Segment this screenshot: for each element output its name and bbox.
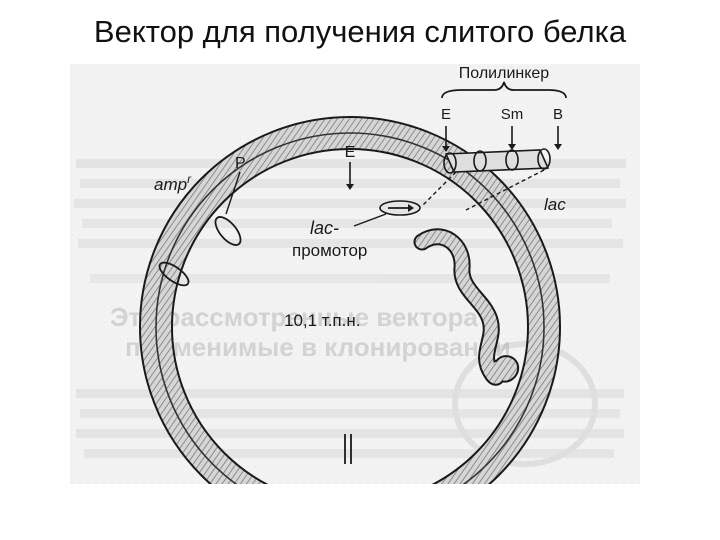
- ampr-label: ampr: [154, 172, 192, 194]
- polylinker-label: Полилинкер: [459, 65, 550, 82]
- e-label: E: [345, 144, 356, 161]
- bleed-text-line2: применимые в клонировании: [125, 332, 511, 362]
- lac-gene-label: lac: [544, 195, 566, 214]
- scanned-figure: Эти рассмотренные вектора применимые в к…: [70, 64, 640, 484]
- lac-promoter-pointer: [353, 213, 387, 227]
- plasmid-vector-diagram: Эти рассмотренные вектора применимые в к…: [70, 64, 640, 484]
- site-label-sm: Sm: [501, 106, 524, 123]
- site-arrows: [442, 126, 562, 152]
- slide-title: Вектор для получения слитого белка: [93, 14, 627, 49]
- p-label: P: [235, 155, 246, 172]
- e-arrowhead: [346, 184, 354, 190]
- lac-promoter-label-line1: lac-: [310, 218, 339, 238]
- plasmid-size-label: 10,1 т.п.н.: [284, 311, 360, 330]
- promoter-arrowhead: [408, 204, 414, 212]
- polylinker-brace: [441, 81, 567, 99]
- polylinker-coil: [443, 148, 551, 174]
- p-pointer: [225, 171, 241, 215]
- lac-promoter-label-line2: промотор: [292, 241, 367, 260]
- site-label-b: B: [553, 106, 563, 123]
- plasmid-ring: [139, 116, 561, 484]
- lac-gene-insert: [415, 230, 517, 384]
- ring-gene-boundaries: [158, 216, 352, 464]
- site-label-e: E: [441, 106, 451, 123]
- polylinker-leader-lines: [421, 169, 545, 211]
